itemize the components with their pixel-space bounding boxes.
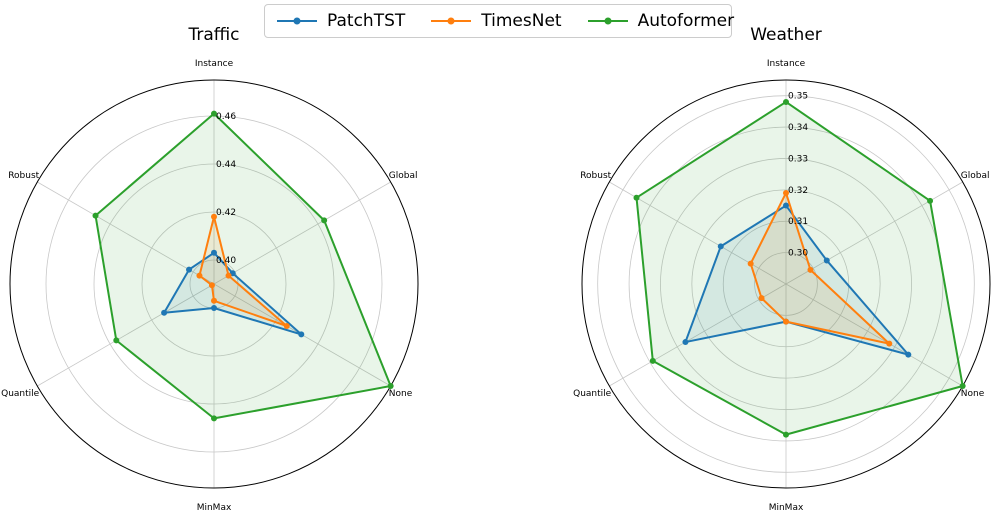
- traffic-axis-label-none: None: [389, 389, 413, 399]
- weather-patchtst-point-instance: [783, 202, 789, 209]
- weather-axis-label-instance: Instance: [767, 59, 806, 69]
- legend-label-timesnet: TimesNet: [481, 11, 562, 31]
- weather-autoformer-point-quantile: [649, 357, 656, 364]
- traffic-timesnet-point-minmax: [211, 297, 217, 304]
- weather-autoformer-point-minmax: [783, 431, 789, 438]
- traffic-radar-chart: Traffic 0.40 0.42 0.44 0.46 InstanceGlobalNon…: [1, 25, 419, 511]
- weather-patchtst-area: [685, 205, 909, 355]
- weather-r-tick-label: 0.30: [788, 249, 808, 259]
- weather-patchtst-point-quantile: [682, 339, 689, 346]
- legend-marker-patchtst: [277, 17, 317, 25]
- traffic-spoke: [213, 181, 391, 285]
- traffic-axis-label-instance: Instance: [195, 59, 234, 69]
- traffic-patchtst-point-quantile: [161, 309, 168, 316]
- traffic-autoformer-area: [95, 113, 391, 419]
- weather-patchtst-point-global: [823, 257, 830, 264]
- weather-axis-label-global: Global: [961, 171, 990, 181]
- weather-r-tick-label: 0.33: [788, 154, 808, 164]
- legend-marker-timesnet: [431, 17, 472, 25]
- weather-patchtst-point-none: [905, 351, 912, 358]
- traffic-autoformer-point-none: [387, 383, 394, 389]
- traffic-timesnet-point-quantile: [208, 282, 215, 289]
- weather-autoformer-point-global: [927, 197, 934, 204]
- weather-timesnet-point-instance: [783, 189, 789, 196]
- weather-timesnet-area: [750, 192, 890, 344]
- traffic-axis-label-robust: Robust: [8, 171, 39, 181]
- weather-outer-frame: [581, 79, 991, 489]
- weather-timesnet-point-global: [807, 266, 814, 273]
- traffic-spoke: [37, 181, 215, 285]
- legend-item-patchtst: PatchTST: [277, 11, 405, 31]
- legend-item-autoformer: Autoformer: [587, 11, 735, 31]
- traffic-timesnet-point-instance: [211, 213, 217, 220]
- weather-axis-label-minmax: MinMax: [769, 503, 804, 511]
- traffic-autoformer-point-instance: [211, 110, 217, 117]
- traffic-timesnet-area: [199, 216, 287, 326]
- legend-label-patchtst: PatchTST: [327, 11, 406, 31]
- legend-marker-autoformer: [587, 17, 628, 25]
- weather-axis-label-robust: Robust: [580, 171, 611, 181]
- traffic-autoformer-point-robust: [92, 212, 99, 219]
- traffic-autoformer-point-minmax: [211, 415, 217, 422]
- weather-autoformer-point-robust: [633, 194, 640, 201]
- traffic-axis-label-global: Global: [389, 171, 418, 181]
- traffic-chart-title: Traffic: [187, 25, 239, 45]
- weather-axis-label-none: None: [961, 389, 985, 399]
- weather-radar-chart: Weather 0.30 0.31 0.32 0.33 0.34 0.35 InstanceG…: [573, 25, 991, 511]
- weather-timesnet-point-quantile: [758, 295, 765, 302]
- weather-timesnet-point-minmax: [783, 318, 789, 325]
- traffic-autoformer-point-quantile: [113, 337, 120, 344]
- traffic-axis-label-minmax: MinMax: [197, 503, 232, 511]
- traffic-r-tick-label: 0.40: [216, 256, 236, 266]
- legend-item-timesnet: TimesNet: [431, 11, 562, 31]
- weather-autoformer-area: [636, 101, 963, 435]
- weather-timesnet-point-robust: [747, 260, 754, 267]
- weather-axis-label-quantile: Quantile: [573, 389, 612, 399]
- weather-r-tick-label: 0.32: [788, 186, 808, 196]
- weather-autoformer-point-instance: [783, 98, 789, 105]
- traffic-r-tick-label: 0.46: [216, 112, 236, 122]
- traffic-patchtst-point-robust: [186, 266, 193, 273]
- weather-spoke: [609, 283, 787, 387]
- legend-label-autoformer: Autoformer: [637, 11, 735, 31]
- traffic-r-tick-label: 0.42: [216, 208, 236, 218]
- traffic-spoke: [37, 283, 215, 387]
- weather-spoke: [785, 181, 963, 285]
- weather-patchtst-point-robust: [717, 243, 724, 250]
- traffic-timesnet-point-global: [225, 272, 232, 279]
- traffic-autoformer-point-global: [321, 217, 328, 224]
- traffic-patchtst-point-none: [298, 331, 305, 338]
- weather-chart-title: Weather: [750, 25, 822, 45]
- traffic-patchtst-point-minmax: [211, 305, 217, 311]
- traffic-outer-frame: [9, 79, 419, 489]
- traffic-axis-label-quantile: Quantile: [1, 389, 40, 399]
- traffic-r-tick-label: 0.44: [216, 160, 236, 170]
- legend: PatchTST TimesNet Autoformer: [264, 4, 735, 38]
- traffic-patchtst-point-instance: [211, 249, 217, 256]
- weather-spoke: [785, 283, 963, 387]
- weather-r-tick-label: 0.34: [788, 123, 808, 133]
- traffic-timesnet-point-none: [283, 323, 290, 329]
- weather-r-tick-label: 0.31: [788, 217, 808, 227]
- weather-timesnet-point-none: [886, 340, 893, 347]
- weather-autoformer-point-none: [959, 383, 966, 389]
- weather-r-tick-label: 0.35: [788, 92, 808, 102]
- traffic-timesnet-point-robust: [196, 272, 203, 279]
